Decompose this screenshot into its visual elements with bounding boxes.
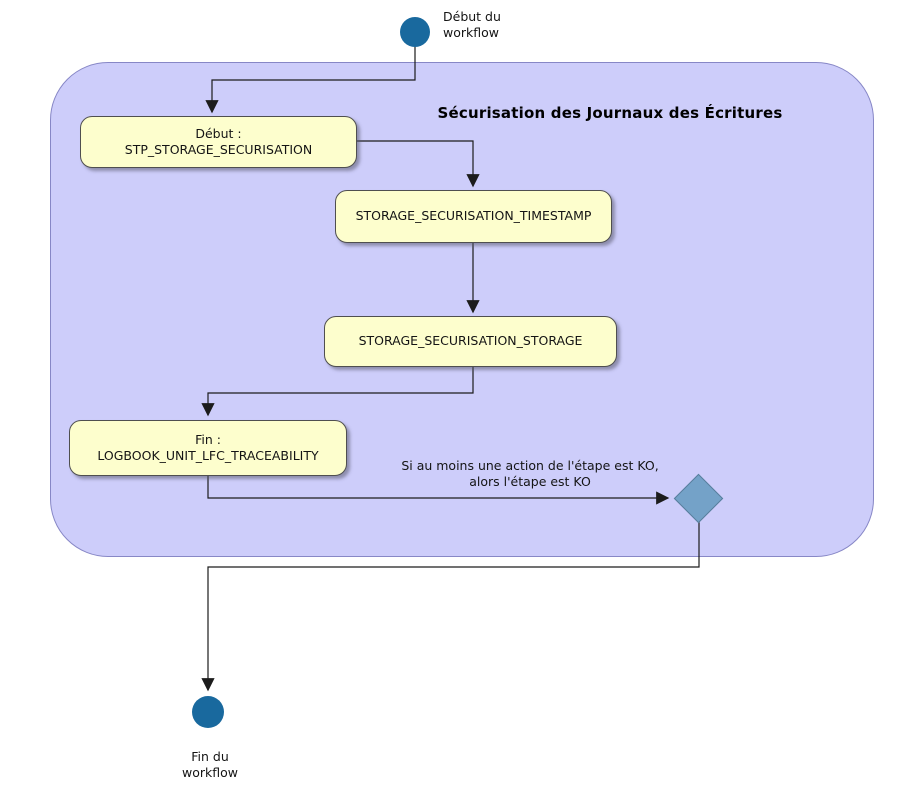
step-end: Fin : LOGBOOK_UNIT_LFC_TRACEABILITY <box>69 420 347 476</box>
step-timestamp: STORAGE_SECURISATION_TIMESTAMP <box>335 190 612 243</box>
step-begin: Début : STP_STORAGE_SECURISATION <box>80 116 357 168</box>
frame-title: Sécurisation des Journaux des Écritures <box>437 104 783 122</box>
end-node-label: Fin du workflow <box>182 749 238 780</box>
start-node <box>400 17 430 47</box>
end-node <box>192 696 224 728</box>
start-node-label: Début du workflow <box>443 9 501 40</box>
step-timestamp-name: STORAGE_SECURISATION_TIMESTAMP <box>355 208 592 224</box>
step-storage-name: STORAGE_SECURISATION_STORAGE <box>358 333 583 349</box>
step-end-name: LOGBOOK_UNIT_LFC_TRACEABILITY <box>97 448 319 463</box>
step-begin-prefix: Début : <box>195 125 242 141</box>
decision-condition-label: Si au moins une action de l'étape est KO… <box>401 458 659 490</box>
step-end-prefix: Fin : <box>195 431 221 447</box>
step-storage: STORAGE_SECURISATION_STORAGE <box>324 316 617 367</box>
step-begin-name: STP_STORAGE_SECURISATION <box>124 142 313 157</box>
